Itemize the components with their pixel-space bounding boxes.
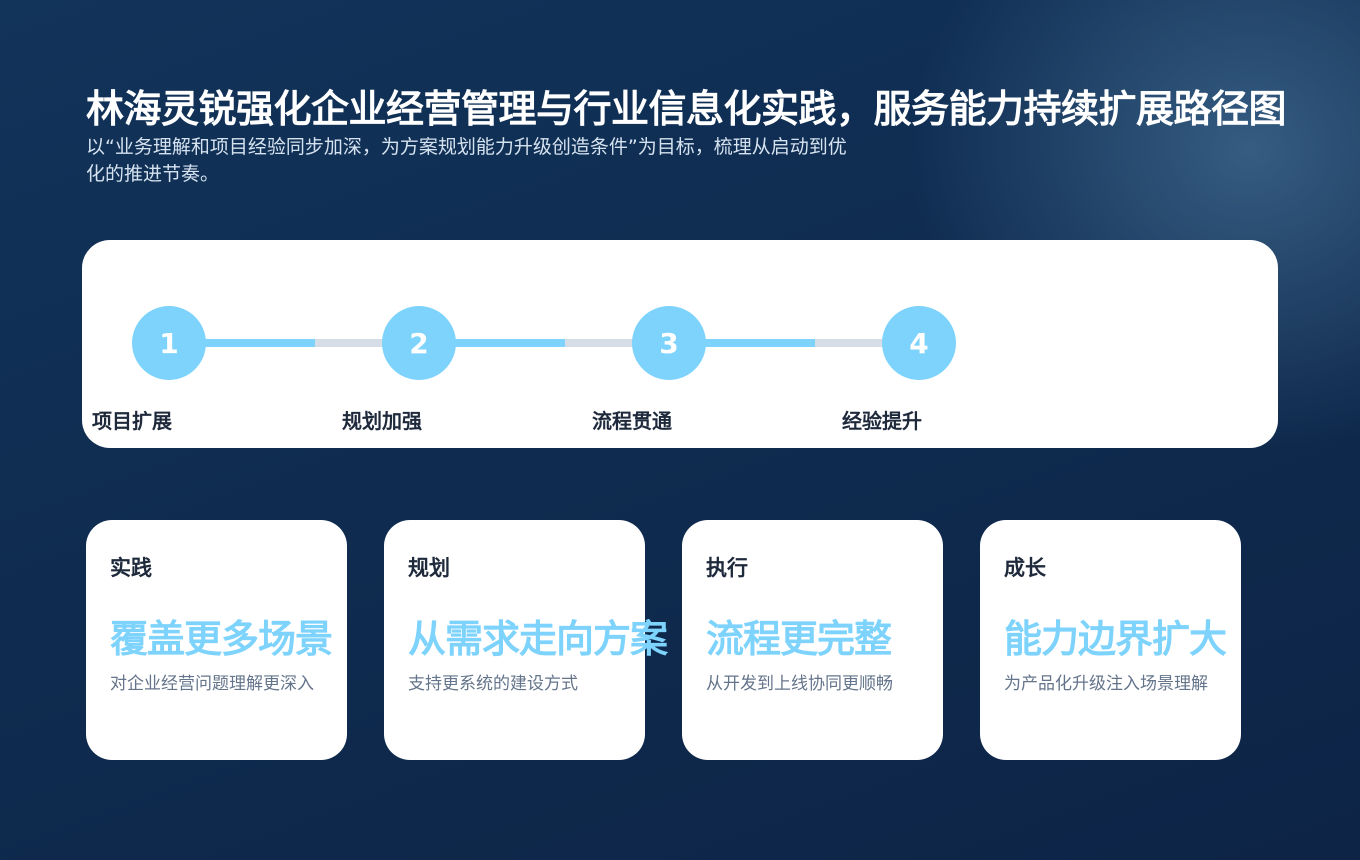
- step-2-circle: 2: [382, 306, 456, 380]
- card-headline: 流程更完整: [706, 617, 892, 661]
- card-practice: 实践 覆盖更多场景 对企业经营问题理解更深入: [86, 520, 347, 760]
- connector-progress-3: [702, 339, 815, 347]
- step-2-label: 规划加强: [342, 409, 422, 433]
- card-headline: 能力边界扩大: [1004, 617, 1227, 661]
- card-category: 规划: [408, 556, 450, 580]
- card-description: 从开发到上线协同更顺畅: [706, 674, 893, 694]
- timeline-panel: 1 2 3 4 项目扩展 规划加强 流程贯通 经验提升: [82, 240, 1278, 448]
- connector-segment: [202, 339, 952, 347]
- step-3-label: 流程贯通: [592, 409, 672, 433]
- card-category: 执行: [706, 556, 748, 580]
- step-1-circle: 1: [132, 306, 206, 380]
- card-headline: 覆盖更多场景: [110, 617, 333, 661]
- connector-progress-2: [452, 339, 565, 347]
- card-description: 支持更系统的建设方式: [408, 674, 578, 694]
- card-description: 对企业经营问题理解更深入: [110, 674, 314, 694]
- page-subtitle: 以“业务理解和项目经验同步加深，为方案规划能力升级创造条件”为目标，梳理从启动到…: [86, 136, 847, 185]
- card-headline: 从需求走向方案: [408, 617, 668, 661]
- card-growth: 成长 能力边界扩大 为产品化升级注入场景理解: [980, 520, 1241, 760]
- card-category: 成长: [1004, 556, 1046, 580]
- step-1-label: 项目扩展: [92, 409, 172, 433]
- card-description: 为产品化升级注入场景理解: [1004, 674, 1208, 694]
- card-planning: 规划 从需求走向方案 支持更系统的建设方式: [384, 520, 668, 760]
- step-4-label: 经验提升: [842, 409, 922, 433]
- card-category: 实践: [110, 556, 152, 580]
- step-4-circle: 4: [882, 306, 956, 380]
- page-title: 林海灵锐强化企业经营管理与行业信息化实践，服务能力持续扩展路径图: [86, 87, 1287, 131]
- card-execution: 执行 流程更完整 从开发到上线协同更顺畅: [682, 520, 943, 760]
- step-3-circle: 3: [632, 306, 706, 380]
- connector-progress-1: [202, 339, 315, 347]
